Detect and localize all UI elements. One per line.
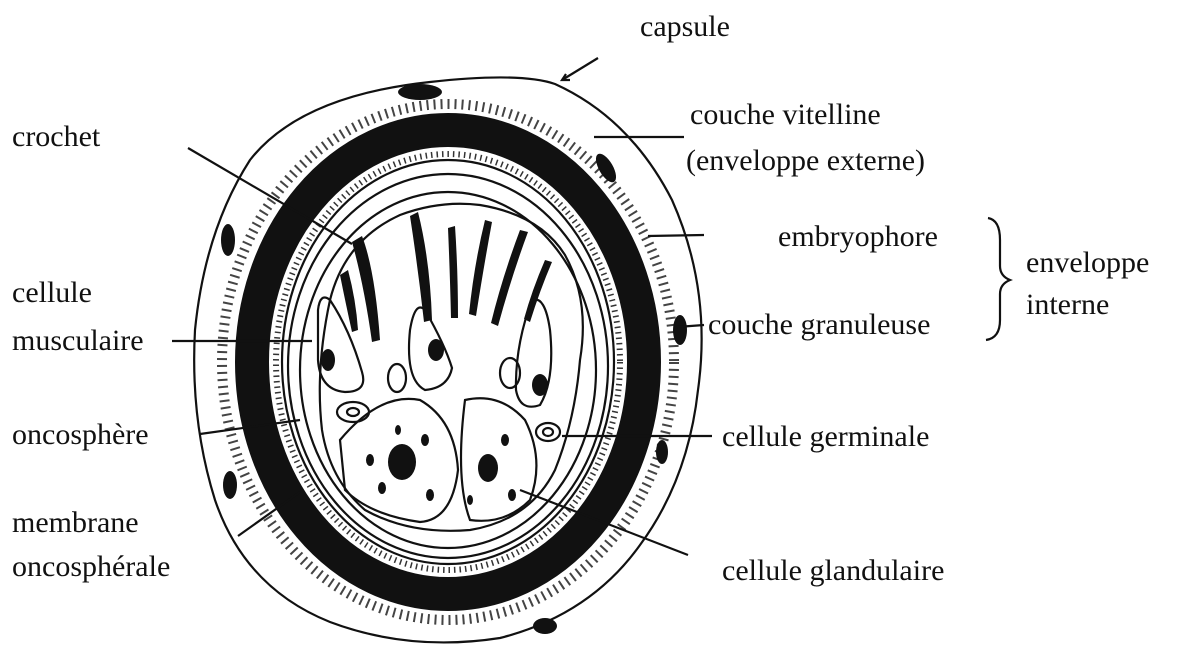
label-oncosphere: oncosphère [12, 418, 149, 451]
capsule-granules [221, 84, 687, 634]
label-embryophore: embryophore [778, 220, 938, 253]
interne-brace [986, 218, 1010, 340]
label-cellule-germinale: cellule germinale [722, 420, 929, 453]
label-couche-vitelline: couche vitelline [690, 98, 881, 131]
label-oncospherale: oncosphérale [12, 550, 170, 583]
oncospheral-membrane-inner [300, 192, 596, 548]
vitelline-layer [222, 104, 674, 620]
label-enveloppe: enveloppe [1026, 246, 1149, 279]
label-cellule-glandulaire: cellule glandulaire [722, 554, 944, 587]
gland-cells [340, 398, 536, 522]
label-cellule: cellule [12, 276, 92, 309]
label-couche-granuleuse: couche granuleuse [708, 308, 930, 341]
embryophore-ring [252, 130, 644, 594]
label-capsule: capsule [640, 10, 730, 43]
label-membrane: membrane [12, 506, 139, 539]
label-musculaire: musculaire [12, 324, 144, 357]
label-interne: interne [1026, 288, 1109, 321]
oncospheral-membrane-outer [288, 174, 608, 558]
label-crochet: crochet [12, 120, 101, 153]
label-enveloppe-externe: (enveloppe externe) [686, 144, 925, 177]
